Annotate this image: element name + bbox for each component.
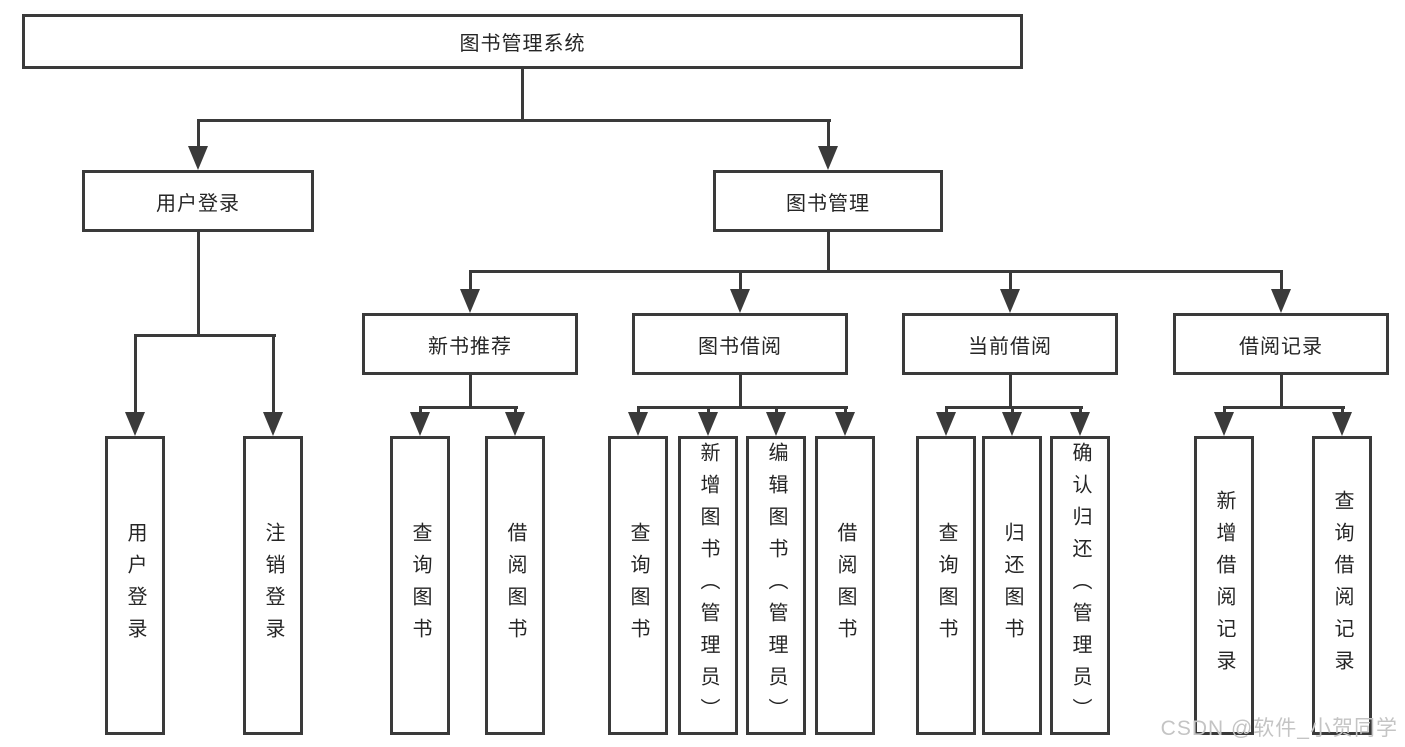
leaf-return-books: 归还图书 — [982, 436, 1042, 735]
connector-borrow-bus — [637, 406, 848, 409]
arrowhead-current — [1000, 289, 1020, 313]
leaf-label: 编辑图书（管理员） — [765, 441, 787, 730]
connector-drop-new-rec — [469, 270, 472, 292]
arrowhead-record-2 — [1332, 412, 1352, 436]
leaf-edit-books-admin: 编辑图书（管理员） — [746, 436, 806, 735]
arrowhead-borrow — [730, 289, 750, 313]
arrowhead-current-2 — [1002, 412, 1022, 436]
leaf-query-books-newrec: 查询图书 — [390, 436, 450, 735]
arrowhead-login-child2 — [263, 412, 283, 436]
node-label: 当前借阅 — [968, 335, 1052, 358]
leaf-label: 查询图书 — [409, 521, 431, 650]
node-current-borrowing: 当前借阅 — [902, 313, 1118, 375]
leaf-label: 注销登录 — [262, 521, 284, 650]
node-label: 图书管理 — [786, 192, 870, 215]
connector-current-bus — [945, 406, 1083, 409]
connector-drop-borrow — [739, 270, 742, 292]
node-label: 图书借阅 — [698, 335, 782, 358]
leaf-label: 借阅图书 — [504, 521, 526, 650]
connector-drop-book-mgmt — [827, 119, 830, 152]
node-label: 用户登录 — [156, 192, 240, 215]
leaf-label: 借阅图书 — [834, 521, 856, 650]
arrowhead-current-3 — [1070, 412, 1090, 436]
connector-login-stem — [197, 231, 200, 336]
leaf-add-books-admin: 新增图书（管理员） — [678, 436, 738, 735]
connector-newrec-bus — [419, 406, 518, 409]
arrowhead-borrow-2 — [698, 412, 718, 436]
node-borrowing-records: 借阅记录 — [1173, 313, 1389, 375]
arrowhead-newrec-1 — [410, 412, 430, 436]
connector-drop-current — [1009, 270, 1012, 292]
leaf-label: 查询图书 — [935, 521, 957, 650]
node-new-book-recommend: 新书推荐 — [362, 313, 578, 375]
leaf-label: 确认归还（管理员） — [1069, 441, 1091, 730]
arrowhead-borrow-1 — [628, 412, 648, 436]
arrowhead-borrow-3 — [766, 412, 786, 436]
arrowhead-book-mgmt — [818, 146, 838, 170]
leaf-borrow-books: 借阅图书 — [815, 436, 875, 735]
leaf-add-borrow-record: 新增借阅记录 — [1194, 436, 1254, 735]
leaf-query-books-current: 查询图书 — [916, 436, 976, 735]
leaf-label: 查询借阅记录 — [1331, 489, 1353, 682]
arrowhead-record — [1271, 289, 1291, 313]
arrowhead-record-1 — [1214, 412, 1234, 436]
csdn-watermark: CSDN @软件_小贺同学 — [1160, 717, 1398, 740]
node-label: 借阅记录 — [1239, 335, 1323, 358]
arrowhead-new-rec — [460, 289, 480, 313]
leaf-query-borrow-record: 查询借阅记录 — [1312, 436, 1372, 735]
node-label: 新书推荐 — [428, 335, 512, 358]
leaf-logout: 注销登录 — [243, 436, 303, 735]
leaf-label: 新增图书（管理员） — [697, 441, 719, 730]
connector-borrow-stem — [739, 374, 742, 408]
connector-record-stem — [1280, 374, 1283, 408]
connector-drop-login-child2 — [272, 334, 275, 416]
leaf-user-login: 用户登录 — [105, 436, 165, 735]
leaf-confirm-return-admin: 确认归还（管理员） — [1050, 436, 1110, 735]
node-book-management: 图书管理 — [713, 170, 943, 232]
leaf-label: 用户登录 — [124, 521, 146, 650]
leaf-borrow-books-newrec: 借阅图书 — [485, 436, 545, 735]
connector-current-stem — [1009, 374, 1012, 408]
connector-root-stem — [521, 69, 524, 121]
arrowhead-newrec-2 — [505, 412, 525, 436]
node-user-login: 用户登录 — [82, 170, 314, 232]
connector-drop-record — [1280, 270, 1283, 292]
connector-mgmt-stem — [827, 231, 830, 272]
arrowhead-user-login — [188, 146, 208, 170]
arrowhead-login-child1 — [125, 412, 145, 436]
node-library-management-system: 图书管理系统 — [22, 14, 1023, 69]
arrowhead-borrow-4 — [835, 412, 855, 436]
leaf-label: 新增借阅记录 — [1213, 489, 1235, 682]
connector-newrec-stem — [469, 374, 472, 408]
leaf-label: 查询图书 — [627, 521, 649, 650]
arrowhead-current-1 — [936, 412, 956, 436]
connector-record-bus — [1223, 406, 1345, 409]
node-label: 图书管理系统 — [459, 33, 586, 55]
connector-mgmt-bus — [469, 270, 1283, 273]
connector-login-bus — [134, 334, 276, 337]
connector-drop-user-login — [197, 119, 200, 152]
leaf-label: 归还图书 — [1001, 521, 1023, 650]
connector-drop-login-child1 — [134, 334, 137, 416]
connector-root-bus — [197, 119, 831, 122]
leaf-query-books-borrow: 查询图书 — [608, 436, 668, 735]
node-book-borrowing: 图书借阅 — [632, 313, 848, 375]
